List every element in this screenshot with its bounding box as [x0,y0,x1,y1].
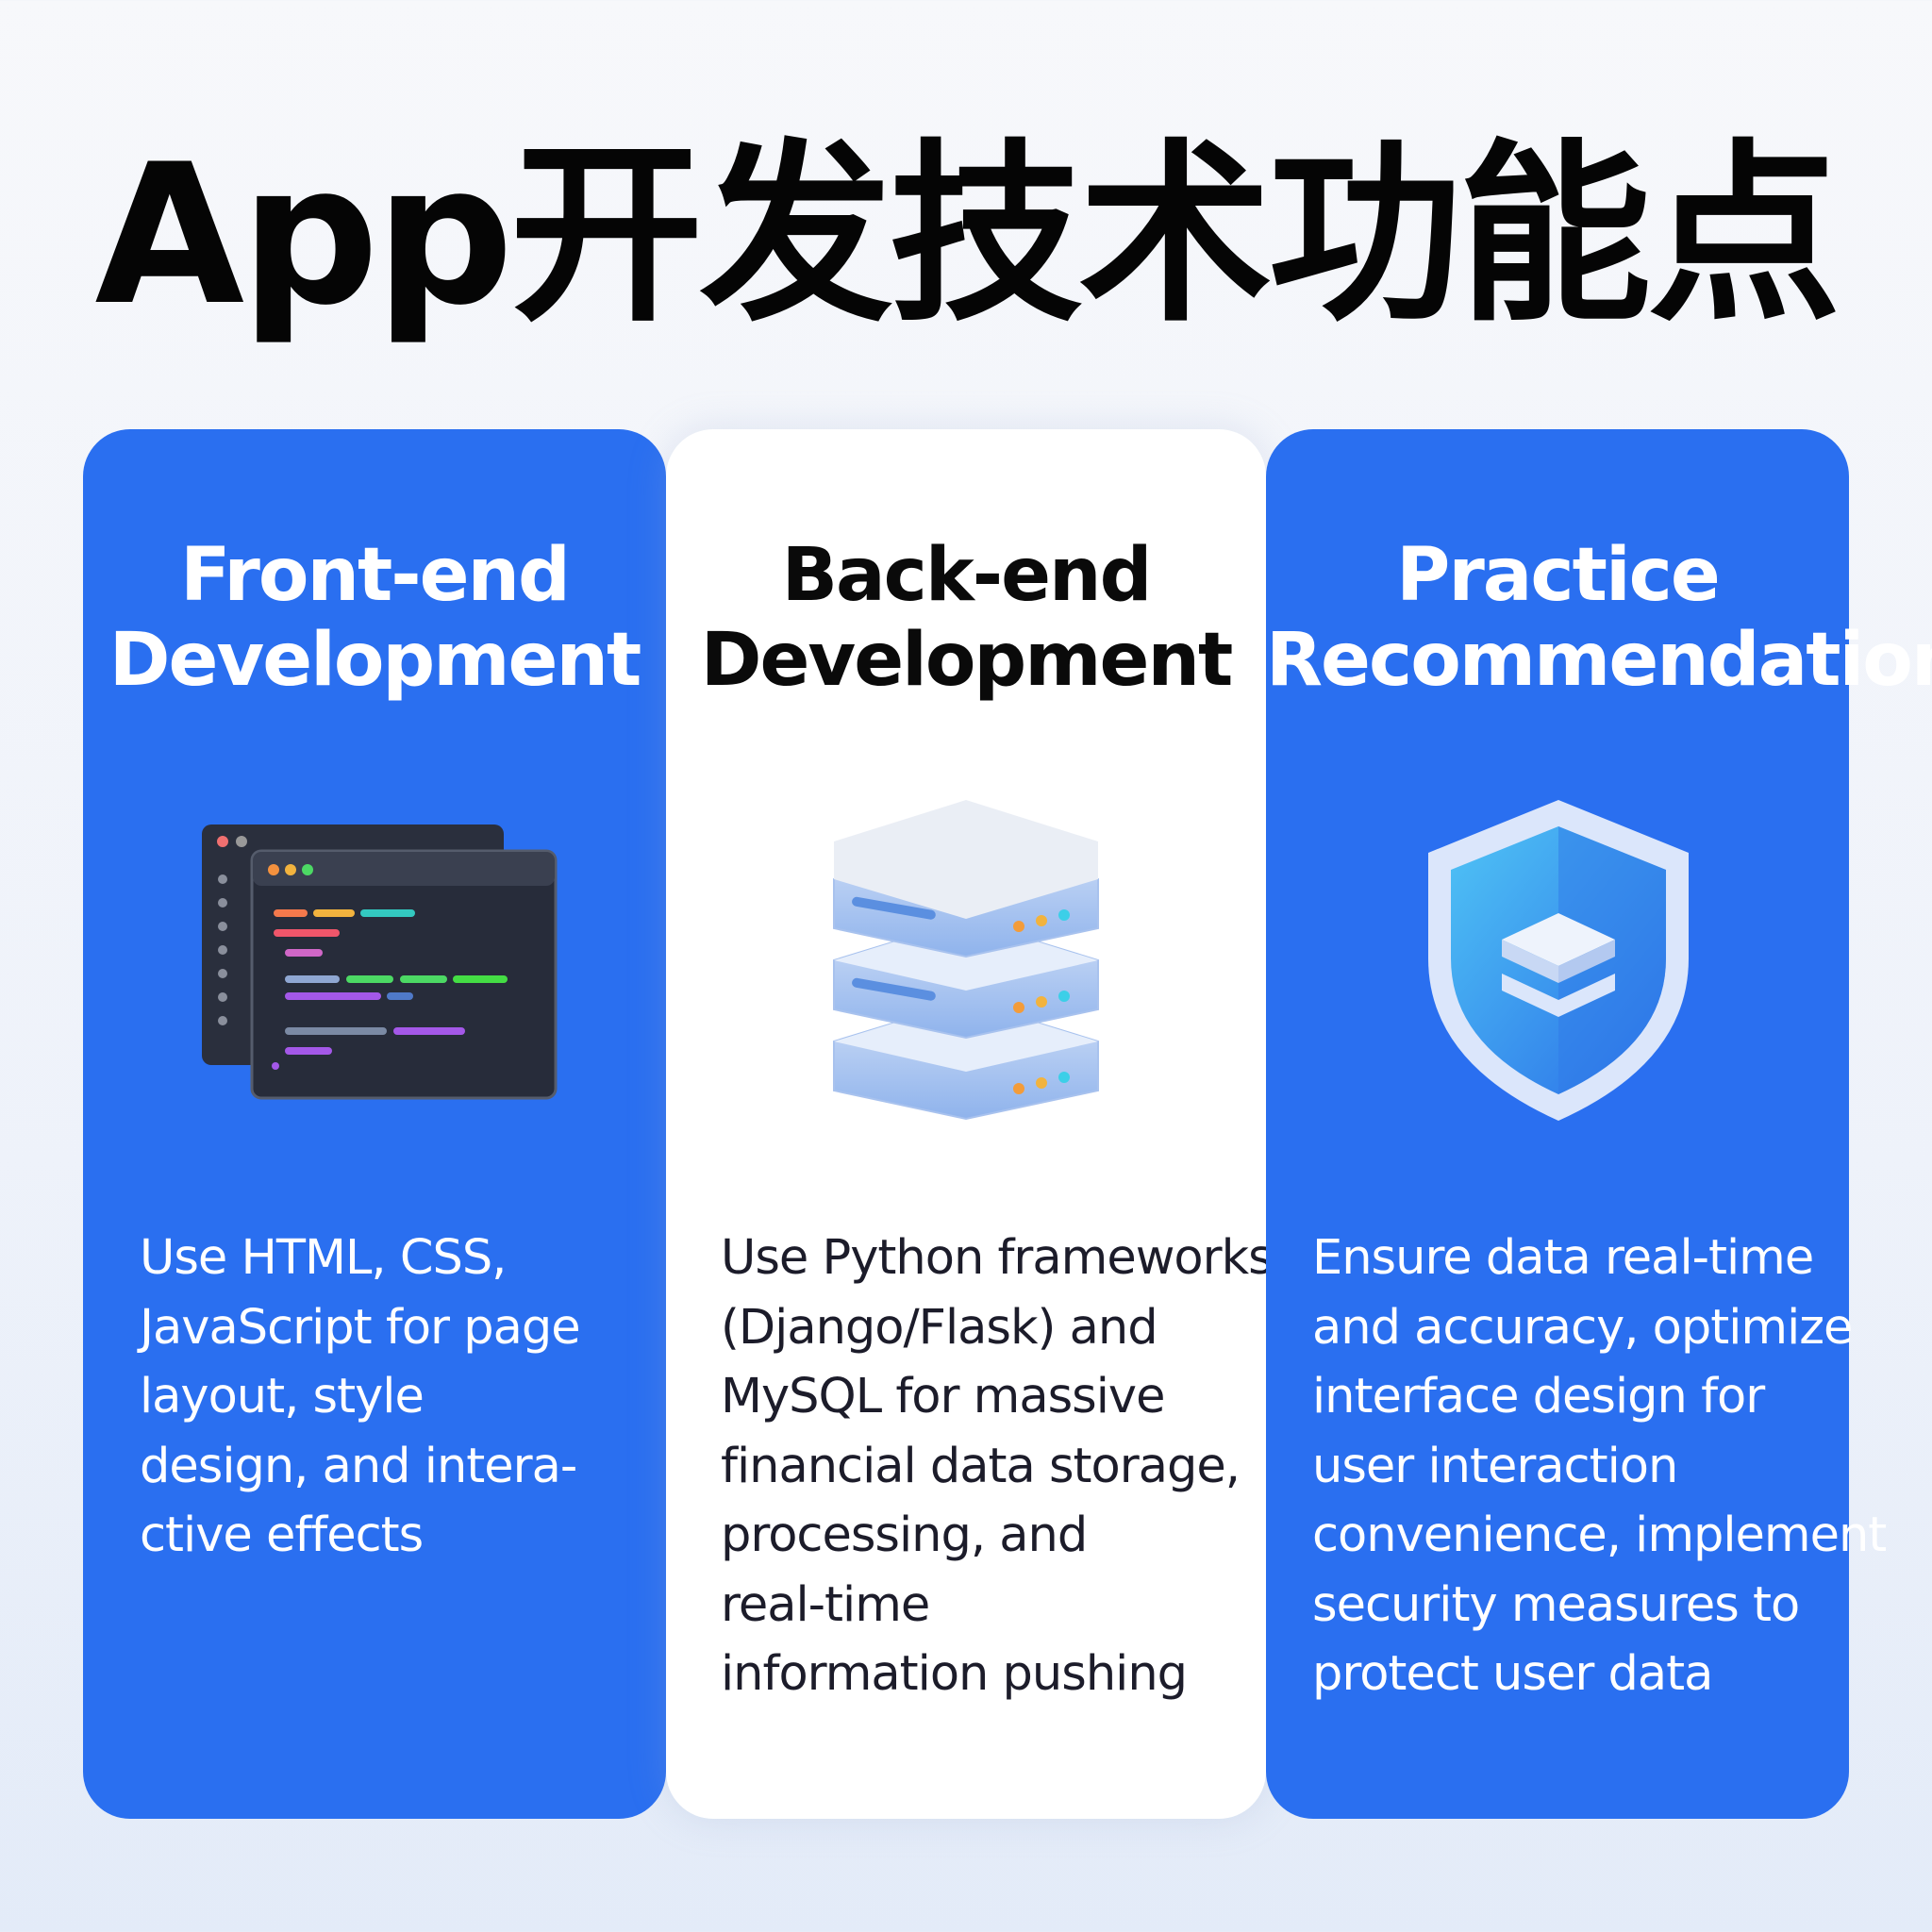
page-title: App开发技术功能点 [94,124,1840,348]
body-line: (Django/Flask) and [721,1299,1158,1356]
body-line: Use HTML, CSS, [140,1230,507,1286]
card-front-end: Front-end Development Use HTML, CSS, Jav… [83,429,666,1819]
body-line: processing, and [721,1507,1088,1563]
card-heading: Practice Recommendations [1266,533,1932,703]
card-practice: Practice Recommendations Ensure data rea… [1266,429,1932,1819]
code-window-icon [202,824,558,1100]
server-stack-icon [833,800,1099,1121]
body-line: ctive effects [140,1507,424,1563]
body-line: protect user data [1312,1646,1713,1702]
body-line: and accuracy, optimize [1312,1299,1853,1356]
heading-line: Practice [1396,533,1721,618]
card-body: Ensure data real-time and accuracy, opti… [1312,1224,1887,1709]
heading-line: Front-end [180,533,571,618]
card-body: Use HTML, CSS, JavaScript for page layou… [140,1224,647,1571]
body-line: information pushing [721,1646,1188,1702]
heading-line: Development [108,618,642,703]
body-line: layout, style [140,1369,425,1424]
heading-line: Back-end [781,533,1153,618]
body-line: Use Python frameworks [721,1230,1274,1286]
body-line: security measures to [1312,1576,1800,1633]
card-back-end: Back-end Development Use Python framewor… [666,429,1274,1819]
heading-line: Recommendations [1266,618,1932,703]
body-line: user interaction [1312,1438,1678,1494]
heading-line: Development [700,618,1234,703]
body-line: convenience, implement [1312,1507,1887,1563]
shield-icon [1428,800,1689,1121]
body-line: interface design for [1312,1369,1765,1424]
body-line: Ensure data real-time [1312,1230,1814,1286]
body-line: financial data storage, [721,1438,1241,1494]
body-line: design, and intera- [140,1438,577,1494]
card-heading: Back-end Development [666,533,1266,703]
body-line: real-time [721,1576,930,1633]
body-line: JavaScript for page [140,1299,581,1356]
body-line: MySQL for massive [721,1369,1165,1424]
card-body: Use Python frameworks (Django/Flask) and… [721,1224,1274,1709]
card-heading: Front-end Development [83,533,666,703]
